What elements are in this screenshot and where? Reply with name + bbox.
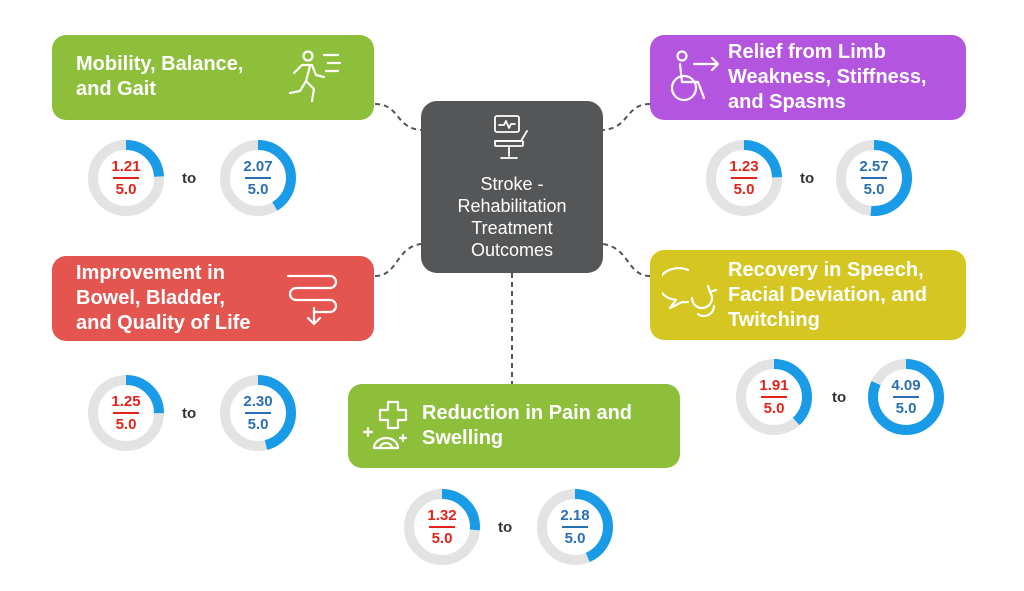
score-value: 1.32 xyxy=(427,507,457,524)
score-value: 1.91 xyxy=(759,377,789,394)
center-title: Stroke - Rehabilitation Treatment Outcom… xyxy=(457,174,567,260)
score-after-pain: 2.18 5.0 xyxy=(535,487,615,567)
score-scale: 5.0 xyxy=(564,530,586,547)
score-value: 2.30 xyxy=(243,393,273,410)
score-before-mobility: 1.21 5.0 xyxy=(86,138,166,218)
digestive-flow-icon xyxy=(286,274,338,326)
score-scale: 5.0 xyxy=(115,181,137,198)
card-pain: Reduction in Pain and Swelling xyxy=(348,384,680,468)
score-after-speech: 4.09 5.0 xyxy=(866,357,946,437)
running-person-icon xyxy=(288,50,342,103)
card-speech: Recovery in Speech, Facial Deviation, an… xyxy=(650,250,966,340)
score-scale: 5.0 xyxy=(247,416,269,433)
score-value: 2.18 xyxy=(560,507,590,524)
score-before-bowel: 1.25 5.0 xyxy=(86,373,166,453)
card-title-mobility: Mobility, Balance, and Gait xyxy=(76,53,244,100)
connector-limb xyxy=(602,103,651,131)
score-before-pain: 1.32 5.0 xyxy=(402,487,482,567)
score-value: 1.23 xyxy=(729,158,759,175)
card-title-speech: Recovery in Speech, Facial Deviation, an… xyxy=(728,259,927,331)
score-scale: 5.0 xyxy=(763,400,785,417)
score-before-limb: 1.23 5.0 xyxy=(704,138,784,218)
score-scale: 5.0 xyxy=(895,400,917,417)
wheelchair-icon xyxy=(670,50,720,102)
card-title-limb: Relief from Limb Weakness, Stiffness, an… xyxy=(728,41,927,113)
connector-mobility xyxy=(374,103,422,131)
card-title-bowel: Improvement in Bowel, Bladder, and Quali… xyxy=(76,262,251,334)
score-value: 2.57 xyxy=(859,158,889,175)
score-after-limb: 2.57 5.0 xyxy=(834,138,914,218)
card-title-pain: Reduction in Pain and Swelling xyxy=(422,402,633,449)
score-scale: 5.0 xyxy=(115,416,137,433)
score-before-speech: 1.91 5.0 xyxy=(734,357,814,437)
card-mobility: Mobility, Balance, and Gait xyxy=(52,35,374,120)
score-value: 1.21 xyxy=(111,158,141,175)
connector-bowel xyxy=(374,243,422,277)
score-scale: 5.0 xyxy=(863,181,885,198)
score-value: 4.09 xyxy=(891,377,921,394)
score-value: 1.25 xyxy=(111,393,141,410)
monitor-bed-icon xyxy=(494,115,528,159)
score-after-bowel: 2.30 5.0 xyxy=(218,373,298,453)
connector-speech xyxy=(602,243,651,277)
to-label: to xyxy=(832,389,847,406)
score-scale: 5.0 xyxy=(247,181,269,198)
speech-bubbles-icon xyxy=(662,267,718,318)
to-label: to xyxy=(498,519,513,536)
card-bowel: Improvement in Bowel, Bladder, and Quali… xyxy=(52,256,374,341)
score-scale: 5.0 xyxy=(431,530,453,547)
to-label: to xyxy=(182,405,197,422)
card-limb: Relief from Limb Weakness, Stiffness, an… xyxy=(650,35,966,120)
score-scale: 5.0 xyxy=(733,181,755,198)
healing-cross-icon xyxy=(362,400,408,450)
center-node: Stroke - Rehabilitation Treatment Outcom… xyxy=(421,101,603,273)
score-after-mobility: 2.07 5.0 xyxy=(218,138,298,218)
to-label: to xyxy=(800,170,815,187)
to-label: to xyxy=(182,170,197,187)
score-value: 2.07 xyxy=(243,158,273,175)
